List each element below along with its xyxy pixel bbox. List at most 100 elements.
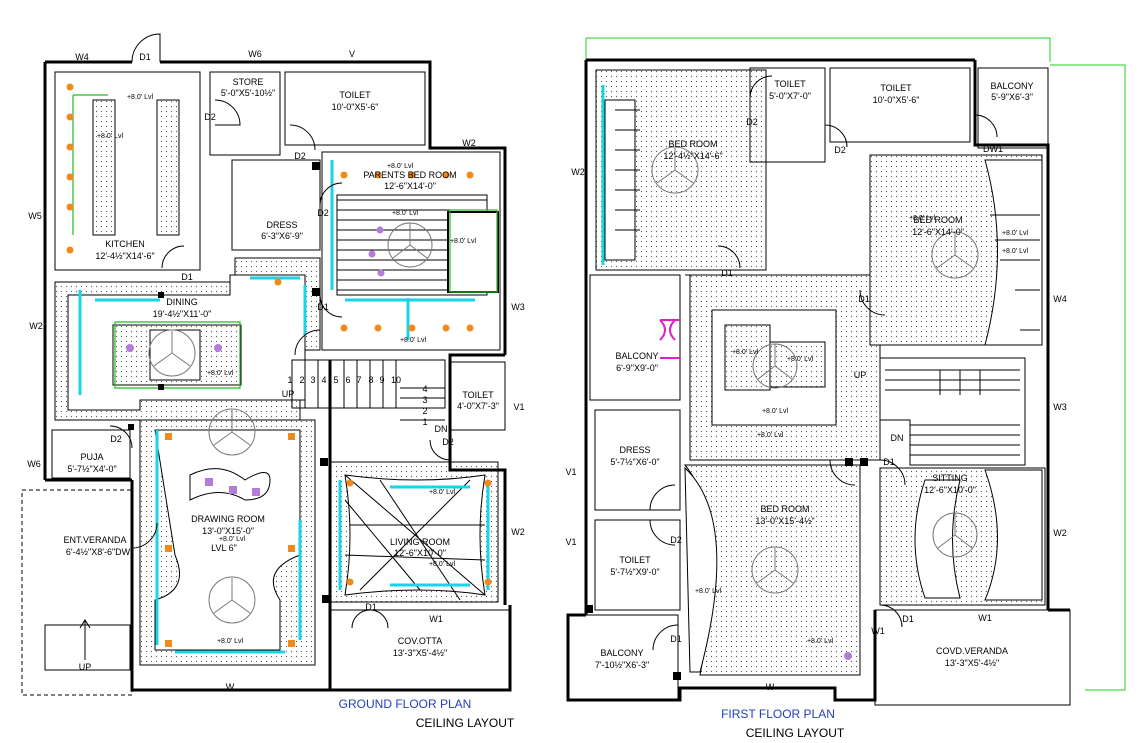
- level-mark: +8.0' Lvl: [732, 349, 758, 356]
- tag-dn: DN: [891, 433, 904, 443]
- first-floor-title: FIRST FLOOR PLAN: [721, 707, 835, 721]
- room-level: LVL 6": [211, 543, 237, 553]
- ceiling-fan-icon: [148, 329, 196, 377]
- tag-v1: V1: [565, 537, 576, 547]
- level-mark: +8.0' Lvl: [450, 238, 476, 245]
- tag-dw1: DW1: [983, 144, 1003, 154]
- tag-w3: W3: [1053, 402, 1067, 412]
- tag-w: W: [226, 682, 235, 692]
- room-name: BALCONY: [990, 81, 1033, 91]
- tag-up: UP: [79, 662, 92, 672]
- level-mark: +8.0' Lvl: [787, 356, 813, 363]
- tag-d1: D1: [670, 634, 682, 644]
- tag-up: UP: [854, 370, 867, 380]
- room-name: TOILET: [462, 390, 494, 400]
- tag-d2: D2: [834, 145, 846, 155]
- room-name: STORE: [233, 77, 264, 87]
- tag-w4: W4: [1053, 294, 1067, 304]
- room-dims: 6'-3"X6'-9": [261, 231, 303, 241]
- tag-v: V: [349, 49, 355, 59]
- tag-d1: D1: [317, 302, 329, 312]
- tag-w2: W2: [29, 321, 43, 331]
- tag-w: W: [766, 682, 775, 692]
- room-name: SITTING: [932, 473, 968, 483]
- landing-step: 2: [422, 406, 427, 416]
- tag-w3: W3: [511, 302, 525, 312]
- first-floor-subtitle: CEILING LAYOUT: [746, 726, 845, 740]
- tag-d2: D2: [204, 112, 216, 122]
- room-name: BED ROOM: [760, 504, 809, 514]
- level-mark: +8.0' Lvl: [762, 408, 788, 415]
- ground-floor-plan: [21, 33, 512, 696]
- room-dims: 6'-9"X9'-0": [616, 363, 658, 373]
- tag-w2: W2: [511, 527, 525, 537]
- stair-step: 10: [391, 375, 401, 385]
- room-dims: 6'-4½"X8'-6"DW: [66, 547, 131, 557]
- tag-w6: W6: [27, 459, 41, 469]
- room-dims: 5'-0"X7'-0": [769, 91, 811, 101]
- tag-w2: W2: [571, 167, 585, 177]
- tag-w1: W1: [978, 613, 992, 623]
- level-mark: +8.0' Lvl: [392, 210, 418, 217]
- room-name: PARENTS BED ROOM: [363, 170, 456, 180]
- tag-v1: V1: [513, 402, 524, 412]
- room-dims: 13'-0"X15'-0": [202, 526, 254, 536]
- tag-v1: V1: [565, 467, 576, 477]
- level-mark: +8.0' Lvl: [387, 163, 413, 170]
- room-dims: 7'-10½"X6'-3": [595, 660, 649, 670]
- stair-step: 2: [299, 375, 304, 385]
- tag-d2: D2: [317, 208, 329, 218]
- tag-w1: W1: [429, 614, 443, 624]
- stair-step: 5: [333, 375, 338, 385]
- room-name: BALCONY: [615, 351, 658, 361]
- level-mark: +8.0' Lvl: [429, 561, 455, 568]
- tag-d1: D1: [883, 457, 895, 467]
- room-dims: 5'-7½"X9'-0": [610, 567, 659, 577]
- tag-d1: D1: [721, 268, 733, 278]
- room-dims: 5'-9"X6'-3": [991, 92, 1033, 102]
- tag-w1: W1: [871, 626, 885, 636]
- room-name: TOILET: [339, 90, 371, 100]
- tag-d2: D2: [294, 151, 306, 161]
- landing-step: 4: [422, 384, 427, 394]
- ceiling-fan-icon: [208, 576, 256, 624]
- tag-d1: D1: [858, 294, 870, 304]
- tag-w5: W5: [28, 211, 42, 221]
- room-dims: 4'-0"X7'-3": [457, 401, 499, 411]
- room-name: BED ROOM: [668, 139, 717, 149]
- room-dims: 10'-0"X5'-6": [873, 95, 920, 105]
- room-dims: 13'-0"X15'-4½": [755, 516, 814, 526]
- tag-w6: W6: [248, 49, 262, 59]
- room-name: TOILET: [774, 79, 806, 89]
- level-mark: +8.0' Lvl: [695, 588, 721, 595]
- tag-d1: D1: [181, 272, 193, 282]
- ceiling-fan-icon: [387, 222, 433, 268]
- room-dims: 12'-6"X14'-0": [384, 181, 436, 191]
- stair-step-numbers: 1 2 3 4 5 6 7 8 9 10 4 3 2 1: [287, 375, 427, 427]
- room-dims: 5'-7½"X6'-0": [610, 457, 659, 467]
- stair-step: 8: [368, 375, 373, 385]
- room-name: PUJA: [80, 452, 103, 462]
- stair-step: 4: [321, 375, 326, 385]
- first-floor-labels: BED ROOM 12'-4½"X14'-6" TOILET 5'-0"X7'-…: [565, 79, 1066, 740]
- level-mark: +8.0' Lvl: [97, 133, 123, 140]
- level-mark: +8.0' Lvl: [219, 536, 245, 543]
- tag-w2: W2: [462, 138, 476, 148]
- room-dims: 12'-6"X10'-0": [394, 548, 446, 558]
- ceiling-fan-icon: [751, 546, 799, 594]
- tag-w2: W2: [1053, 528, 1067, 538]
- level-mark: +8.0' Lvl: [1002, 230, 1028, 237]
- tag-up: UP: [282, 389, 295, 399]
- ground-floor-title: GROUND FLOOR PLAN: [339, 697, 472, 711]
- stair-step: 3: [310, 375, 315, 385]
- tag-w4: W4: [75, 52, 89, 62]
- stair-step: 1: [287, 375, 292, 385]
- tag-d1: D1: [365, 602, 377, 612]
- tag-d2: D2: [442, 437, 454, 447]
- room-dims: 5'-7½"X4'-0": [67, 464, 116, 474]
- stair-step: 6: [345, 375, 350, 385]
- room-dims: 13'-3"X5'-4½": [945, 658, 999, 668]
- ground-floor-subtitle: CEILING LAYOUT: [416, 716, 515, 730]
- room-name: KITCHEN: [105, 239, 145, 249]
